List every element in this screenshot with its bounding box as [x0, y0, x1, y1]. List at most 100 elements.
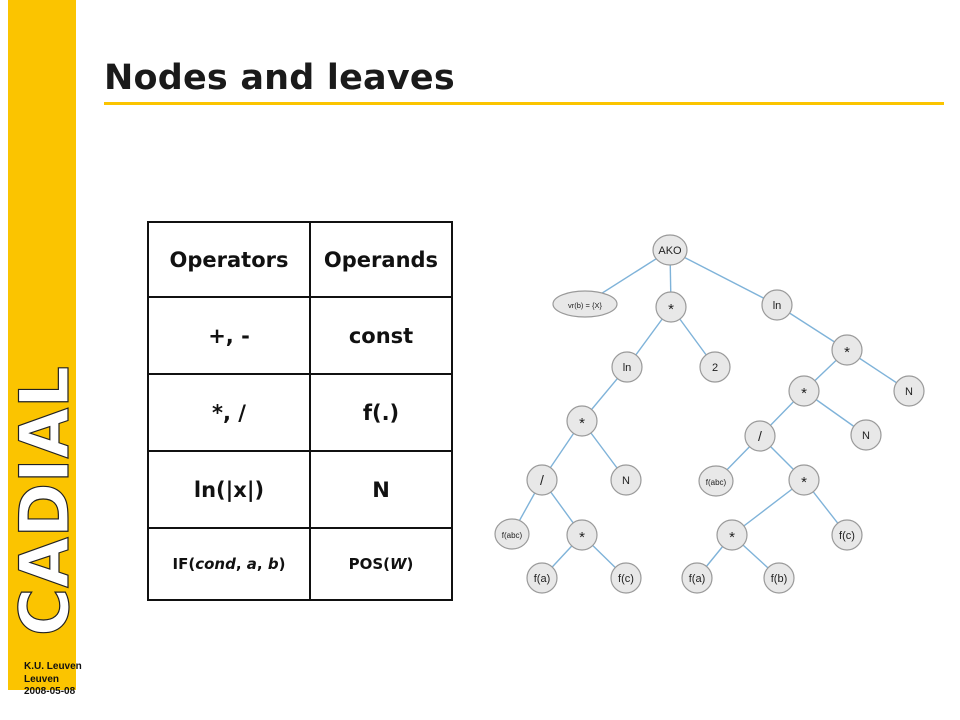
tree-node-shape — [850, 419, 882, 451]
operator-cell: *, / — [147, 373, 311, 452]
if-sep: , — [235, 555, 247, 573]
table-row: IF(cond, a, b) POS(W) — [147, 527, 453, 601]
tree-node: * — [716, 519, 748, 551]
footer-info: K.U. Leuven Leuven 2008-05-08 — [24, 661, 82, 699]
tree-node: * — [566, 405, 598, 437]
table-row: *, / f(.) — [147, 373, 453, 452]
tree-node-shape — [552, 290, 618, 318]
sidebar-bar — [8, 0, 76, 690]
tree-node: f(c) — [610, 562, 642, 594]
operand-cell: N — [309, 450, 453, 529]
tree-node-label: f(b) — [771, 573, 788, 585]
if-arg-a: a — [246, 555, 257, 573]
operators-operands-table: Operators Operands +, - const *, / f(.) … — [147, 221, 453, 601]
tree-node-label: * — [729, 529, 735, 546]
tree-node-label: * — [668, 301, 674, 318]
operator-cell: ln(|x|) — [147, 450, 311, 529]
tree-node-shape — [744, 420, 776, 452]
footer-city: Leuven — [24, 673, 60, 685]
tree-node-label: AKO — [658, 245, 682, 257]
tree-node-shape — [566, 519, 598, 551]
tree-edge — [669, 249, 778, 306]
tree-node-label: * — [579, 415, 585, 432]
pos-suffix: ) — [406, 555, 414, 573]
tree-node-label: * — [801, 385, 807, 402]
tree-node: N — [850, 419, 882, 451]
tree-node-label: / — [540, 472, 544, 488]
tree-node-label: ln — [773, 300, 782, 312]
tree-node: N — [893, 375, 925, 407]
tree-node-label: * — [579, 529, 585, 546]
tree-node-shape — [681, 562, 713, 594]
tree-node-shape — [831, 519, 863, 551]
table-row: ln(|x|) N — [147, 450, 453, 529]
pos-prefix: POS( — [348, 555, 390, 573]
tree-node: * — [566, 519, 598, 551]
tree-node: vr(b) = {X} — [552, 290, 618, 318]
tree-node-label: f(abc) — [502, 531, 523, 540]
operand-cell: const — [309, 296, 453, 375]
tree-node-shape — [761, 289, 793, 321]
slide-title: Nodes and leaves — [104, 58, 455, 98]
tree-node: * — [655, 291, 687, 323]
title-rule — [104, 102, 944, 105]
tree-node-shape — [611, 351, 643, 383]
operator-cell: +, - — [147, 296, 311, 375]
tree-node: * — [788, 375, 820, 407]
tree-node-shape — [763, 562, 795, 594]
tree-node-label: * — [844, 344, 850, 361]
tree-node-label: * — [801, 474, 807, 491]
header-operators: Operators — [147, 221, 311, 298]
footer-date: 2008-05-08 — [24, 686, 76, 697]
pos-arg: W — [390, 555, 407, 573]
expression-tree: AKO vr(b) = {X} * ln ln 2 * * * N / N / Nf(abc) * f(abc… — [494, 234, 925, 594]
if-sep: , — [256, 555, 268, 573]
tree-node: * — [788, 464, 820, 496]
tree-node-label: ln — [623, 362, 632, 374]
tree-node-label: f(a) — [534, 573, 551, 585]
tree-node-shape — [526, 464, 558, 496]
tree-node-label: N — [905, 386, 913, 398]
tree-node-shape — [494, 518, 530, 550]
tree-node-shape — [716, 519, 748, 551]
tree-node: f(c) — [831, 519, 863, 551]
tree-node-label: f(c) — [618, 573, 634, 585]
tree-node-shape — [788, 375, 820, 407]
tree-node-shape — [893, 375, 925, 407]
tree-node: * — [831, 334, 863, 366]
tree-node-shape — [566, 405, 598, 437]
operator-cell-if: IF(cond, a, b) — [147, 527, 311, 601]
tree-node: / — [526, 464, 558, 496]
tree-node-label: vr(b) = {X} — [568, 301, 602, 310]
operand-cell-pos: POS(W) — [309, 527, 453, 601]
tree-node-shape — [526, 562, 558, 594]
table-header-row: Operators Operands — [147, 221, 453, 298]
tree-node-label: f(a) — [689, 573, 706, 585]
tree-node-label: N — [622, 475, 630, 487]
tree-node-shape — [610, 562, 642, 594]
tree-nodes: AKO vr(b) = {X} * ln ln 2 * * * N / N / Nf(abc) * f(abc… — [494, 234, 925, 594]
tree-node: f(abc) — [698, 465, 734, 497]
tree-node: f(a) — [681, 562, 713, 594]
tree-node-label: N — [862, 430, 870, 442]
tree-node: / — [744, 420, 776, 452]
operand-cell: f(.) — [309, 373, 453, 452]
if-arg-cond: cond — [195, 555, 236, 573]
tree-node: N — [610, 464, 642, 496]
cadial-logo: CADIAL — [8, 365, 78, 636]
cadial-logo-text: CADIAL — [8, 366, 78, 636]
header-operands: Operands — [309, 221, 453, 298]
tree-node-label: 2 — [712, 362, 718, 374]
tree-node: f(b) — [763, 562, 795, 594]
tree-node-shape — [788, 464, 820, 496]
tree-node-shape — [610, 464, 642, 496]
if-suffix: ) — [278, 555, 286, 573]
tree-node-shape — [652, 234, 688, 266]
tree-node: 2 — [699, 351, 731, 383]
tree-node-shape — [831, 334, 863, 366]
tree-node: AKO — [652, 234, 688, 266]
if-arg-b: b — [267, 555, 279, 573]
tree-node-label: / — [758, 428, 762, 444]
tree-node-shape — [655, 291, 687, 323]
tree-node-shape — [699, 351, 731, 383]
